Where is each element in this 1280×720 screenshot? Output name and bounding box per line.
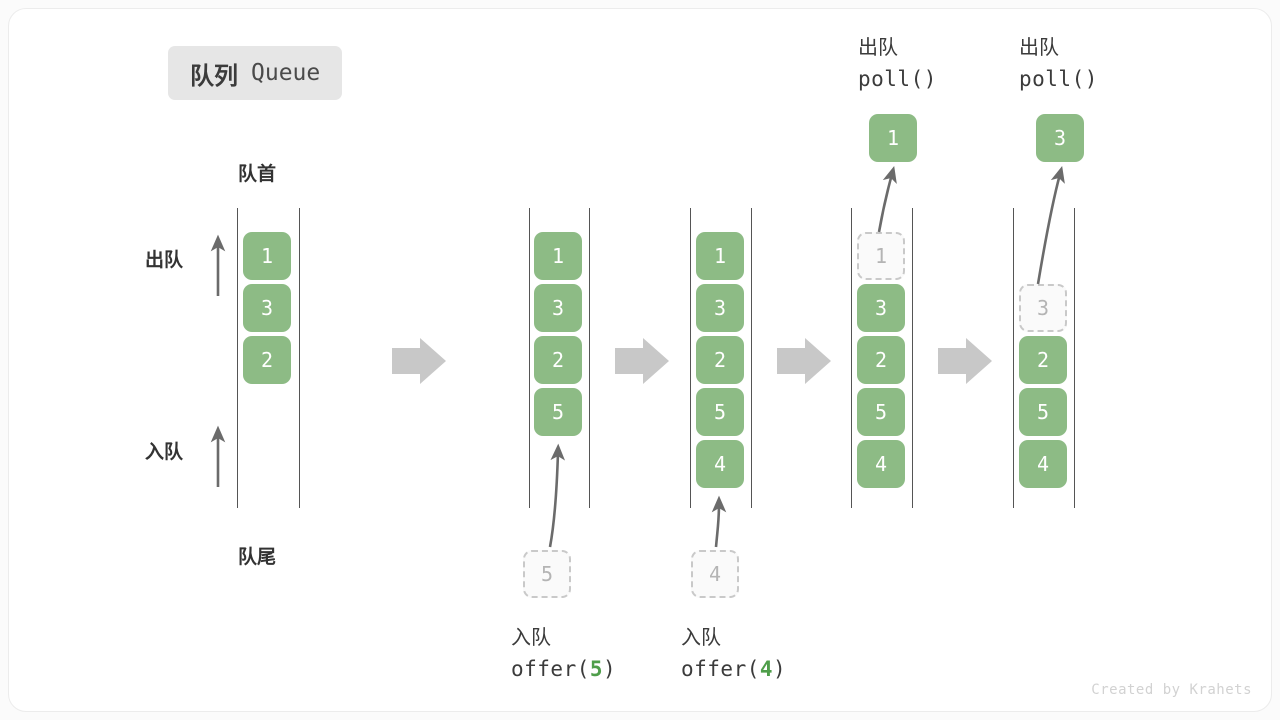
rail-left-col3 xyxy=(690,208,691,508)
operation-offer-5: 入队 offer(5) xyxy=(511,621,616,681)
operation-offer-4: 入队 offer(4) xyxy=(681,621,786,681)
cell-col3-1: 3 xyxy=(696,284,744,332)
cell-col5-3: 5 xyxy=(1019,388,1067,436)
offer4-value: 4 xyxy=(759,657,774,681)
cell-col1-2: 2 xyxy=(243,336,291,384)
offer5-prefix: offer( xyxy=(511,657,590,681)
rail-right-col3 xyxy=(751,208,752,508)
rail-right-col1 xyxy=(299,208,300,508)
title-label-cn: 队列 xyxy=(190,62,238,90)
rail-left-col1 xyxy=(237,208,238,508)
operation-offer-5-cn: 入队 xyxy=(511,627,551,649)
incoming-cell-4: 4 xyxy=(691,550,739,598)
outgoing-cell-1: 1 xyxy=(869,114,917,162)
cell-col4-1: 3 xyxy=(857,284,905,332)
cell-col4-3: 5 xyxy=(857,388,905,436)
rail-left-col2 xyxy=(529,208,530,508)
cell-col4-0-ghost: 1 xyxy=(857,232,905,280)
cell-col3-0: 1 xyxy=(696,232,744,280)
operation-poll-1: 出队 poll() xyxy=(858,31,937,91)
queue-front-label: 队首 xyxy=(238,164,277,185)
enqueue-direction-label: 入队 xyxy=(145,442,184,463)
operation-poll-2: 出队 poll() xyxy=(1019,31,1098,91)
operation-offer-4-cn: 入队 xyxy=(681,627,721,649)
cell-col5-4: 4 xyxy=(1019,440,1067,488)
attribution-footer: Created by Krahets xyxy=(1091,682,1252,698)
rail-right-col5 xyxy=(1074,208,1075,508)
cell-col2-3: 5 xyxy=(534,388,582,436)
cell-col2-2: 2 xyxy=(534,336,582,384)
offer5-value: 5 xyxy=(589,657,604,681)
cell-col3-2: 2 xyxy=(696,336,744,384)
title-label-en: Queue xyxy=(251,60,321,86)
cell-col4-4: 4 xyxy=(857,440,905,488)
cell-col3-4: 4 xyxy=(696,440,744,488)
operation-offer-4-code: offer(4) xyxy=(681,657,786,681)
cell-col5-1-ghost: 3 xyxy=(1019,284,1067,332)
operation-poll-1-cn: 出队 xyxy=(858,37,898,59)
rail-right-col4 xyxy=(912,208,913,508)
offer5-suffix: ) xyxy=(603,657,617,681)
incoming-cell-5: 5 xyxy=(523,550,571,598)
offer4-prefix: offer( xyxy=(681,657,760,681)
operation-poll-1-code: poll() xyxy=(858,67,937,91)
cell-col2-0: 1 xyxy=(534,232,582,280)
offer4-suffix: ) xyxy=(773,657,787,681)
outgoing-cell-3: 3 xyxy=(1036,114,1084,162)
cell-col5-2: 2 xyxy=(1019,336,1067,384)
dequeue-direction-label: 出队 xyxy=(145,250,184,271)
operation-poll-2-cn: 出队 xyxy=(1019,37,1059,59)
rail-right-col2 xyxy=(589,208,590,508)
rail-left-col5 xyxy=(1013,208,1014,508)
cell-col2-1: 3 xyxy=(534,284,582,332)
operation-offer-5-code: offer(5) xyxy=(511,657,616,681)
queue-rear-label: 队尾 xyxy=(238,547,277,568)
cell-col1-0: 1 xyxy=(243,232,291,280)
diagram-title-chip: 队列 Queue xyxy=(168,46,343,100)
cell-col3-3: 5 xyxy=(696,388,744,436)
cell-col1-1: 3 xyxy=(243,284,291,332)
operation-poll-2-code: poll() xyxy=(1019,67,1098,91)
diagram-card xyxy=(8,8,1272,712)
cell-col4-2: 2 xyxy=(857,336,905,384)
rail-left-col4 xyxy=(851,208,852,508)
